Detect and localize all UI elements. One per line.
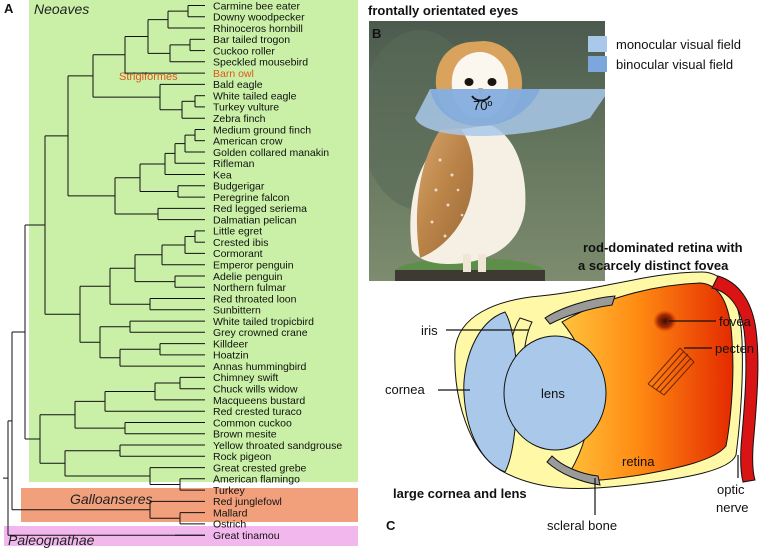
photo-caption: frontally orientated eyes	[368, 3, 518, 18]
species-label: White tailed tropicbird	[213, 316, 314, 328]
eye-label-optic-line1: optic	[717, 482, 745, 497]
eye-diagram	[438, 271, 759, 515]
panel-label-a: A	[4, 1, 14, 16]
species-label: Cormorant	[213, 248, 263, 260]
species-label: Carmine bee eater	[213, 0, 300, 12]
species-label: Common cuckoo	[213, 417, 292, 429]
species-label: Cuckoo roller	[213, 45, 275, 57]
panel-label-b: B	[372, 26, 381, 41]
binocular-angle-label: 70º	[473, 98, 492, 113]
legend-label-monocular: monocular visual field	[616, 37, 741, 52]
eye-label-fovea: fovea	[719, 314, 752, 329]
species-label: Yellow throated sandgrouse	[213, 440, 342, 452]
paleognathae-background	[4, 526, 358, 546]
species-label: Great crested grebe	[213, 462, 307, 474]
group-label-paleognathae: Paleognathae	[8, 532, 95, 548]
species-label: Brown mesite	[213, 429, 277, 441]
species-label: Red throated loon	[213, 293, 297, 305]
species-label: Kea	[213, 169, 232, 181]
species-label: Golden collared manakin	[213, 147, 329, 159]
species-label: Dalmatian pelican	[213, 214, 297, 226]
neoaves-background	[29, 0, 358, 482]
species-label: Northern fulmar	[213, 282, 286, 294]
species-label: Little egret	[213, 226, 262, 238]
species-label: Hoatzin	[213, 350, 249, 362]
eye-label-pecten: pecten	[715, 341, 754, 356]
species-label: Turkey	[213, 485, 245, 497]
species-label: Barn owl	[213, 68, 254, 80]
legend-swatch-binocular	[588, 56, 607, 72]
eye-label-cornea: cornea	[385, 382, 426, 397]
species-label: Budgerigar	[213, 181, 265, 193]
species-label: Rhinoceros hornbill	[213, 23, 303, 35]
species-label: American flamingo	[213, 474, 300, 486]
eye-label-lens: lens	[541, 386, 565, 401]
species-label: Peregrine falcon	[213, 192, 290, 204]
species-label: Zebra finch	[213, 113, 266, 125]
species-label: Rock pigeon	[213, 451, 272, 463]
eye-label-scleral-bone: scleral bone	[547, 518, 617, 533]
legend-swatch-monocular	[588, 36, 607, 52]
eye-title-line1: rod-dominated retina with	[583, 240, 743, 255]
species-label: Annas hummingbird	[213, 361, 307, 373]
species-label: Ostrich	[213, 519, 246, 531]
eye-label-optic-line2: nerve	[716, 500, 749, 515]
species-label: Downy woodpecker	[213, 12, 305, 24]
group-label-neoaves: Neoaves	[34, 1, 89, 17]
species-label: Red crested turaco	[213, 406, 302, 418]
species-label: Medium ground finch	[213, 124, 311, 136]
species-label: Killdeer	[213, 338, 249, 350]
species-label: Macqueens bustard	[213, 395, 305, 407]
legend-label-binocular: binocular visual field	[616, 57, 733, 72]
species-label: Bar tailed trogon	[213, 34, 290, 46]
eye-title-line2: a scarcely distinct fovea	[578, 258, 729, 273]
species-label: American crow	[213, 136, 283, 148]
species-label: Rifleman	[213, 158, 255, 170]
species-label: Sunbittern	[213, 305, 261, 317]
species-label: Turkey vulture	[213, 102, 279, 114]
eye-label-retina: retina	[622, 454, 655, 469]
species-label: White tailed eagle	[213, 91, 297, 103]
species-label: Chuck wills widow	[213, 384, 298, 396]
species-label: Adelie penguin	[213, 271, 283, 283]
owl-photo	[369, 21, 605, 281]
eye-label-iris: iris	[421, 323, 438, 338]
species-label: Grey crowned crane	[213, 327, 308, 339]
species-label: Red junglefowl	[213, 496, 282, 508]
species-label: Crested ibis	[213, 237, 268, 249]
galloanseres-background	[21, 488, 358, 522]
species-label: Mallard	[213, 507, 248, 519]
group-label-strigiformes: Strigiformes	[119, 71, 178, 83]
group-label-galloanseres: Galloanseres	[70, 491, 153, 507]
species-label: Great tinamou	[213, 530, 280, 542]
species-label: Chimney swift	[213, 372, 278, 384]
phylogenetic-tree	[3, 5, 205, 536]
species-label: Red legged seriema	[213, 203, 307, 215]
species-label: Emperor penguin	[213, 260, 294, 272]
panel-label-c: C	[386, 518, 396, 533]
species-label: Bald eagle	[213, 79, 263, 91]
species-label: Speckled mousebird	[213, 57, 308, 69]
eye-bottom-caption: large cornea and lens	[393, 486, 527, 501]
